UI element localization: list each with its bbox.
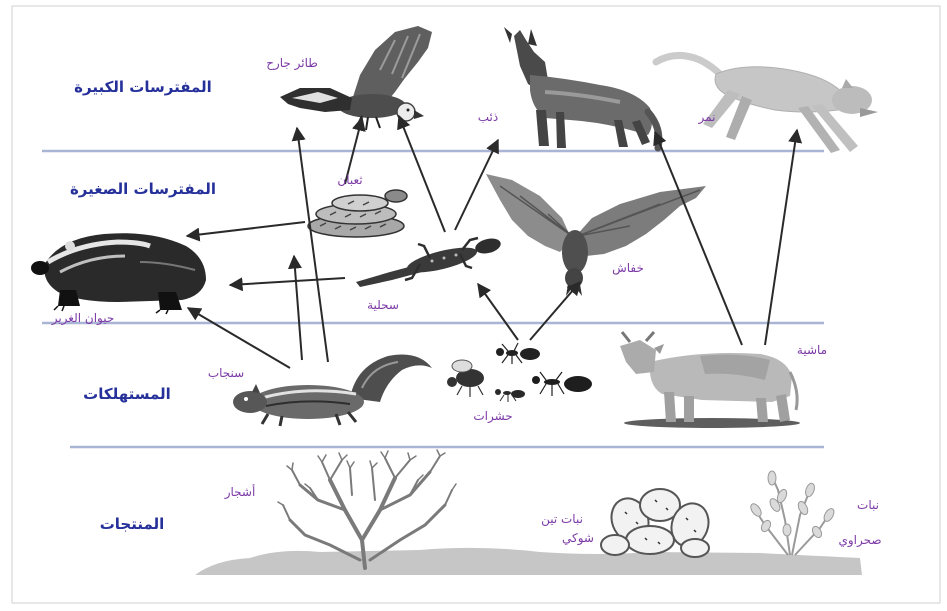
organism-label-snake: ثعبان xyxy=(300,172,400,188)
organism-label-insects: حشرات xyxy=(443,408,543,424)
bat-icon xyxy=(486,174,706,296)
level-label-small-predators: المفترسات الصغيرة xyxy=(68,180,218,198)
organism-label-bird-of-prey: طائر جارح xyxy=(242,55,342,71)
organism-label-bat: خفاش xyxy=(578,260,678,276)
organism-label-wolf: ذئب xyxy=(438,109,538,125)
organism-label-desert-plant-line-2: صحراوي xyxy=(810,532,910,548)
organism-label-desert-plant-line-1: نبات xyxy=(818,497,918,513)
arrow-lizard-to-wolf xyxy=(455,140,498,230)
arrow-squirrel-to-bird-of-prey xyxy=(297,128,328,362)
organism-label-tiger: نمر xyxy=(657,109,757,125)
organism-label-lizard: سحلية xyxy=(333,297,433,313)
organism-label-squirrel: سنجاب xyxy=(176,365,276,381)
arrow-snake-to-badger xyxy=(187,222,305,236)
wolf-icon xyxy=(504,27,659,148)
bird-of-prey-icon xyxy=(280,26,432,130)
badger-icon xyxy=(31,233,206,314)
arrow-cattle-to-tiger xyxy=(765,130,797,345)
lizard-icon xyxy=(356,236,502,287)
organism-label-prickly-pear-line-1: نبات تين xyxy=(512,511,612,527)
tiger-icon xyxy=(656,55,878,153)
organism-label-prickly-pear-line-2: شوكي xyxy=(528,530,628,546)
organism-label-badger: حيوان الغرير xyxy=(33,310,133,326)
cactus-icon xyxy=(601,489,714,557)
arrow-squirrel-to-snake xyxy=(294,256,302,360)
level-label-producers: المنتجات xyxy=(57,515,207,533)
level-label-large-predators: المفترسات الكبيرة xyxy=(68,78,218,96)
ant-icon xyxy=(447,343,592,402)
snake-icon xyxy=(308,190,407,237)
arrow-lizard-to-badger xyxy=(230,278,345,285)
level-label-consumers: المستهلكات xyxy=(52,385,202,403)
arrow-squirrel-to-badger xyxy=(188,308,290,368)
arrow-lizard-to-bird-of-prey xyxy=(399,116,445,232)
arrow-insects-to-lizard xyxy=(478,284,518,340)
arrow-cattle-to-wolf xyxy=(655,132,742,345)
organism-label-cattle: ماشية xyxy=(762,342,862,358)
ground xyxy=(195,548,862,575)
arrow-insects-to-bat xyxy=(530,282,580,340)
organism-label-trees: أشجار xyxy=(190,484,290,500)
